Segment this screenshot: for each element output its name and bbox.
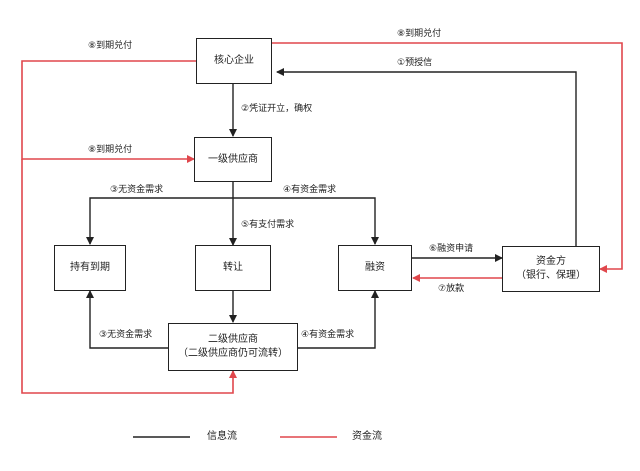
- edge-no-need-bottom: [86, 290, 168, 349]
- node-funder-note: （银行、保理）: [516, 270, 586, 281]
- label-need-bottom: ④有资金需求: [301, 330, 355, 340]
- edge-pre-credit: [276, 68, 577, 246]
- label-loan: ⑦放款: [438, 284, 465, 294]
- node-transfer: 转让: [195, 245, 271, 291]
- node-funder: 资金方 （银行、保理）: [502, 246, 600, 292]
- label-pre-credit: ①预授信: [397, 58, 433, 68]
- label-issue-confirm: ②凭证开立，确权: [241, 104, 313, 114]
- label-pay-mid-left: ⑧到期兑付: [88, 145, 133, 155]
- node-tier2-supplier: 二级供应商 （二级供应商仍可流转）: [168, 323, 298, 371]
- edge-pay-right: [272, 42, 623, 273]
- label-no-need-top: ③无资金需求: [110, 185, 164, 195]
- label-pay-top-right: ⑧到期兑付: [397, 29, 442, 39]
- edge-no-need-top: [86, 197, 233, 245]
- label-pay-top-left: ⑧到期兑付: [88, 41, 133, 51]
- label-pay-need: ⑤有支付需求: [241, 220, 295, 230]
- legend-fund-label: 资金流: [352, 431, 382, 442]
- node-transfer-label: 转让: [223, 262, 243, 273]
- label-no-need-bottom: ③无资金需求: [99, 330, 153, 340]
- node-hold-to-maturity: 持有到期: [54, 245, 126, 291]
- node-core-label: 核心企业: [214, 55, 254, 66]
- edge-pay-left: [21, 60, 196, 163]
- node-funder-title: 资金方: [536, 256, 566, 267]
- node-core-enterprise: 核心企业: [196, 38, 272, 84]
- node-hold-label: 持有到期: [70, 262, 110, 273]
- label-apply: ⑥融资申请: [429, 244, 474, 254]
- node-tier1-supplier: 一级供应商: [194, 137, 272, 182]
- node-tier2-title: 二级供应商: [208, 334, 258, 345]
- node-financing-label: 融资: [365, 262, 385, 273]
- node-tier2-note: （二级供应商仍可流转）: [178, 348, 288, 359]
- edge-need-bottom: [298, 290, 379, 349]
- label-need-top: ④有资金需求: [283, 185, 337, 195]
- edge-need-top: [233, 197, 379, 245]
- node-tier1-label: 一级供应商: [208, 153, 258, 165]
- node-financing: 融资: [338, 245, 412, 291]
- legend-info-label: 信息流: [207, 431, 237, 442]
- edge-pay-tier2: [21, 159, 237, 394]
